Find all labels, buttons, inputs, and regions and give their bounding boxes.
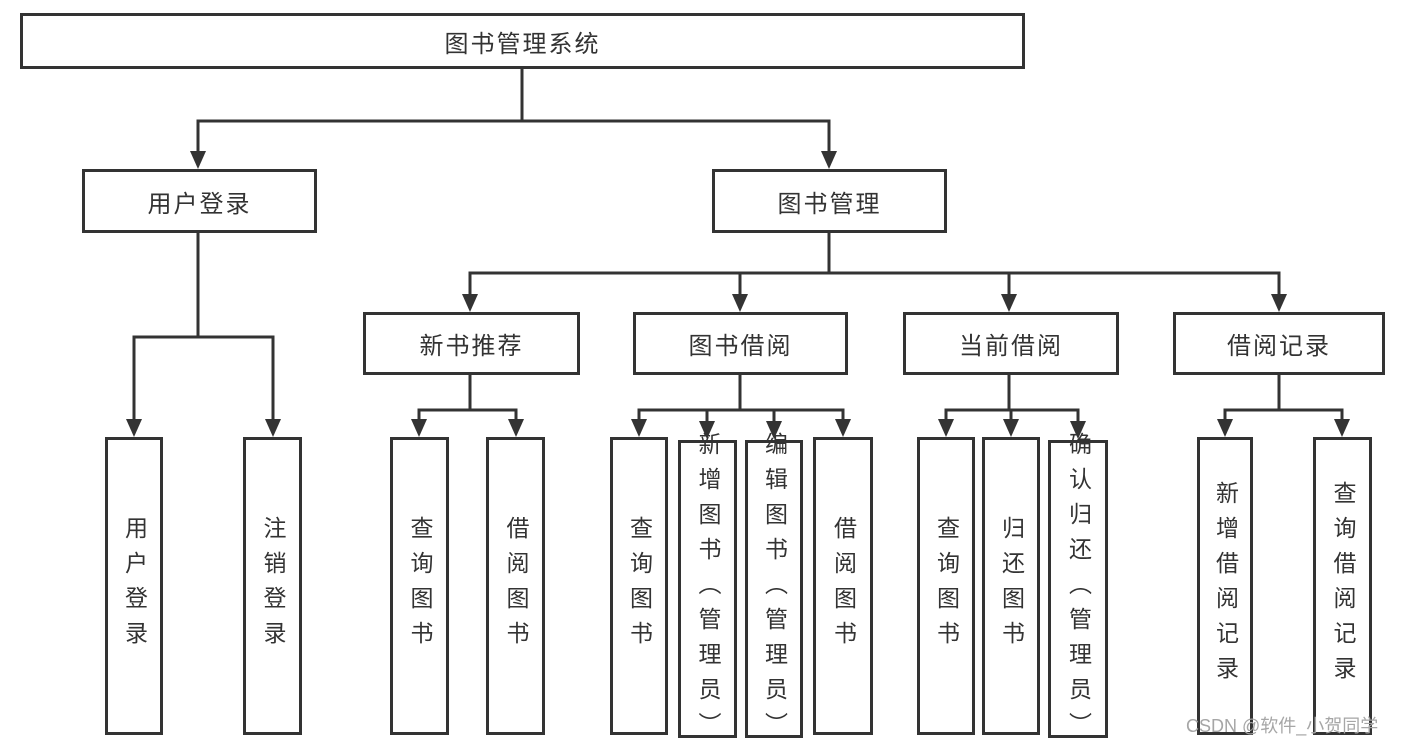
- leaf-add-borrow-record: 新增借阅记录: [1197, 437, 1253, 735]
- node-user-login-label: 用户登录: [147, 190, 252, 218]
- node-book-management: 图书管理: [712, 169, 947, 233]
- node-root: 图书管理系统: [20, 13, 1025, 69]
- node-root-label: 图书管理系统: [444, 30, 601, 58]
- node-current-borrow: 当前借阅: [903, 312, 1119, 375]
- leaf-return-book: 归还图书: [982, 437, 1040, 735]
- node-current-borrow-label: 当前借阅: [959, 333, 1063, 360]
- leaf-query-books-current-label: 查询图书: [933, 516, 960, 656]
- node-new-book-recommend: 新书推荐: [363, 312, 580, 375]
- leaf-logout: 注销登录: [243, 437, 302, 735]
- leaf-logout-label: 注销登录: [260, 516, 286, 656]
- node-user-login: 用户登录: [82, 169, 317, 233]
- leaf-confirm-return-admin-label: 确认归还（管理员）: [1065, 431, 1092, 747]
- leaf-borrow-books-borrow: 借阅图书: [813, 437, 873, 735]
- leaf-borrow-books-borrow-label: 借阅图书: [830, 516, 857, 656]
- leaf-add-borrow-record-label: 新增借阅记录: [1212, 481, 1239, 691]
- node-book-borrow: 图书借阅: [633, 312, 848, 375]
- leaf-return-book-label: 归还图书: [998, 516, 1025, 656]
- leaf-query-books-current: 查询图书: [917, 437, 975, 735]
- node-new-book-recommend-label: 新书推荐: [419, 333, 524, 360]
- connector-borrow-records: [1223, 373, 1344, 423]
- node-book-borrow-label: 图书借阅: [688, 333, 793, 360]
- leaf-query-books-recommend: 查询图书: [390, 437, 449, 735]
- leaf-user-login-label: 用户登录: [121, 516, 148, 656]
- arrowheads: [126, 151, 1350, 439]
- leaf-borrow-books-recommend: 借阅图书: [486, 437, 545, 735]
- leaf-query-borrow-record-label: 查询借阅记录: [1330, 481, 1356, 691]
- leaf-query-books-borrow: 查询图书: [610, 437, 668, 735]
- leaf-borrow-books-recommend-label: 借阅图书: [503, 516, 529, 656]
- connector-current-borrow: [944, 373, 1080, 423]
- leaf-query-books-borrow-label: 查询图书: [626, 516, 653, 656]
- leaf-add-book-admin: 新增图书（管理员）: [678, 432, 737, 747]
- connector-root: [196, 67, 831, 154]
- leaf-add-book-admin-label: 新增图书（管理员）: [695, 431, 721, 747]
- node-borrow-records-label: 借阅记录: [1227, 333, 1331, 360]
- leaf-query-books-recommend-label: 查询图书: [407, 516, 433, 656]
- leaf-confirm-return-admin: 确认归还（管理员）: [1048, 432, 1108, 747]
- connector-book-management: [468, 231, 1281, 296]
- watermark: CSDN @软件_小贺同学: [1186, 716, 1379, 736]
- connector-book-borrow: [637, 373, 845, 423]
- leaf-user-login: 用户登录: [105, 437, 163, 735]
- node-borrow-records: 借阅记录: [1173, 312, 1385, 375]
- node-book-management-label: 图书管理: [777, 190, 882, 218]
- connector-new-book-recommend: [417, 373, 518, 423]
- leaf-edit-book-admin-label: 编辑图书（管理员）: [761, 431, 788, 747]
- leaf-edit-book-admin: 编辑图书（管理员）: [745, 432, 803, 747]
- connector-user-login: [132, 231, 275, 422]
- leaf-query-borrow-record: 查询借阅记录: [1313, 437, 1372, 735]
